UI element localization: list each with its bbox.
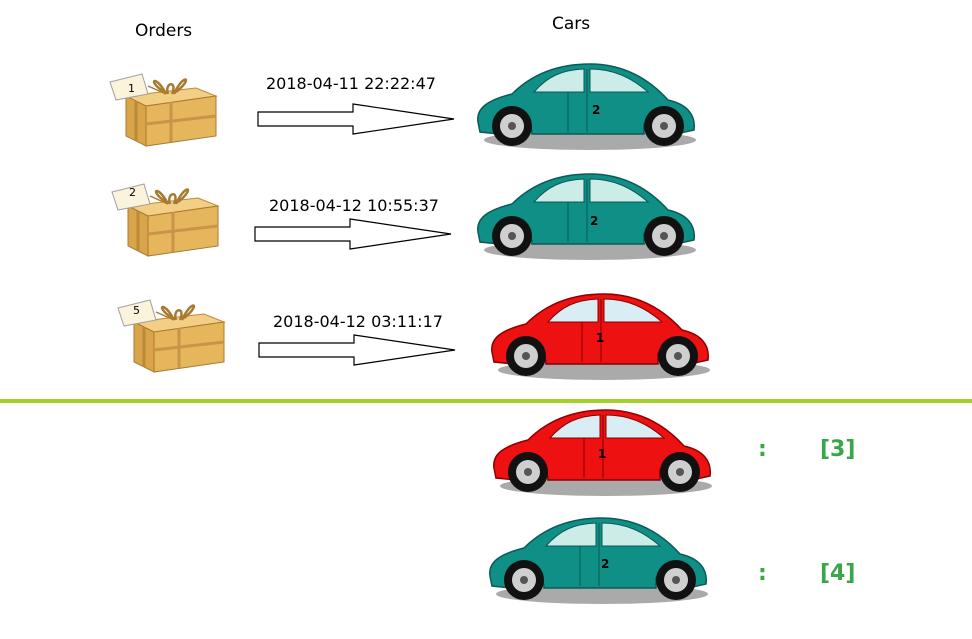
car-id-label: 1 xyxy=(598,447,607,461)
car-id-label: 2 xyxy=(601,557,610,571)
result-colon: : xyxy=(758,437,767,462)
order-tag-label: 1 xyxy=(128,82,135,95)
car-id-label: 2 xyxy=(590,214,599,228)
cars-header: Cars xyxy=(552,14,591,34)
car-icon xyxy=(493,409,712,496)
result-colon: : xyxy=(758,561,767,586)
orders-header: Orders xyxy=(135,21,193,41)
car-icon xyxy=(477,173,696,260)
right-arrow-icon xyxy=(254,218,452,250)
car-icon xyxy=(491,293,710,380)
order-tag-label: 2 xyxy=(129,186,136,199)
car-id-label: 1 xyxy=(596,331,605,345)
timestamp: 2018-04-11 22:22:47 xyxy=(266,74,436,93)
result-value: [4] xyxy=(820,561,856,586)
car-icon xyxy=(477,63,696,150)
gift-box-icon xyxy=(117,299,226,373)
result-value: [3] xyxy=(820,437,856,462)
right-arrow-icon xyxy=(258,334,456,366)
right-arrow-icon xyxy=(257,103,455,135)
gift-box-icon xyxy=(109,73,218,147)
gift-box-icon xyxy=(111,183,220,257)
timestamp: 2018-04-12 03:11:17 xyxy=(273,312,443,331)
section-divider xyxy=(0,399,972,403)
order-tag-label: 5 xyxy=(133,304,140,317)
car-icon xyxy=(489,517,708,604)
car-id-label: 2 xyxy=(592,103,601,117)
timestamp: 2018-04-12 10:55:37 xyxy=(269,196,439,215)
